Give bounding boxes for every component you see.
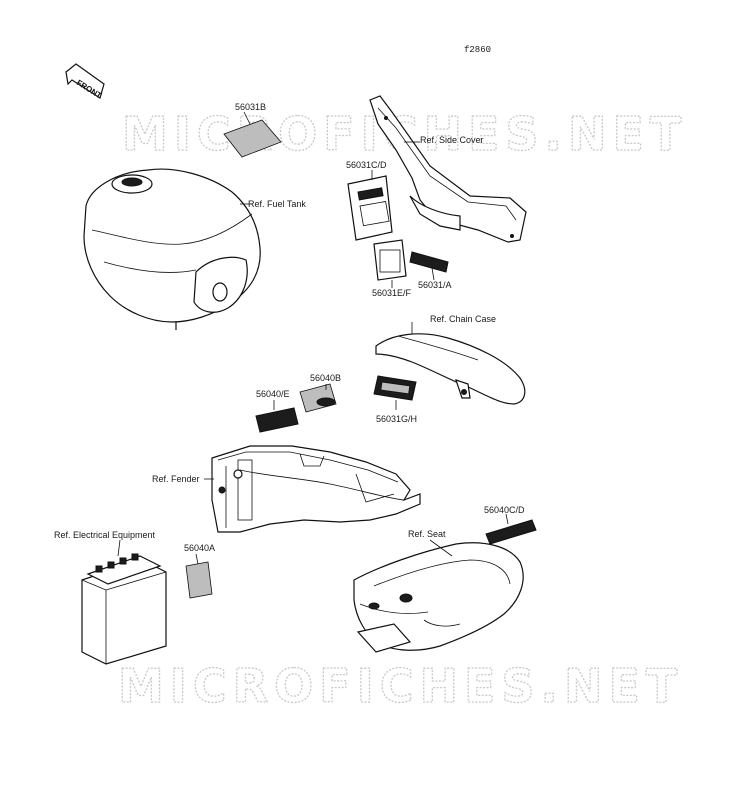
label-56040b: 56040B	[310, 373, 341, 383]
label-56040cd-part	[485, 513, 537, 545]
label-56031b-part	[223, 111, 282, 158]
label-56031cd-part	[347, 170, 393, 241]
side-cover-part	[369, 95, 527, 243]
label-56031b: 56031B	[235, 102, 266, 112]
label-56031ef: 56031E/F	[372, 288, 412, 298]
label-chain-case: Ref. Chain Case	[430, 314, 496, 324]
label-56040e-part	[255, 400, 299, 433]
label-side-cover: Ref. Side Cover	[420, 135, 484, 145]
label-56031ef-part	[373, 239, 407, 288]
label-56040b-part	[299, 383, 337, 413]
front-arrow-icon: FRONT	[65, 63, 105, 100]
label-56040cd: 56040C/D	[484, 505, 525, 515]
label-electrical-equipment: Ref. Electrical Equipment	[54, 530, 156, 540]
label-56040a-part	[185, 553, 213, 599]
fender-part	[204, 445, 421, 533]
label-fuel-tank: Ref. Fuel Tank	[248, 199, 306, 209]
label-seat: Ref. Seat	[408, 529, 446, 539]
label-fender: Ref. Fender	[152, 474, 200, 484]
figure-id: f2860	[464, 45, 491, 55]
label-56031a-part	[409, 251, 449, 281]
label-56031a: 56031/A	[418, 280, 452, 290]
watermark-bottom: MICROFICHES.NET	[118, 659, 683, 713]
seat-part	[353, 539, 524, 653]
chain-case-part	[375, 322, 526, 405]
label-56031gh: 56031G/H	[376, 414, 417, 424]
label-56040a: 56040A	[184, 543, 215, 553]
label-56031gh-part	[373, 375, 417, 410]
fuel-tank-part	[83, 168, 261, 330]
label-56040e: 56040/E	[256, 389, 290, 399]
battery-part	[81, 539, 167, 665]
label-56031cd: 56031C/D	[346, 160, 387, 170]
